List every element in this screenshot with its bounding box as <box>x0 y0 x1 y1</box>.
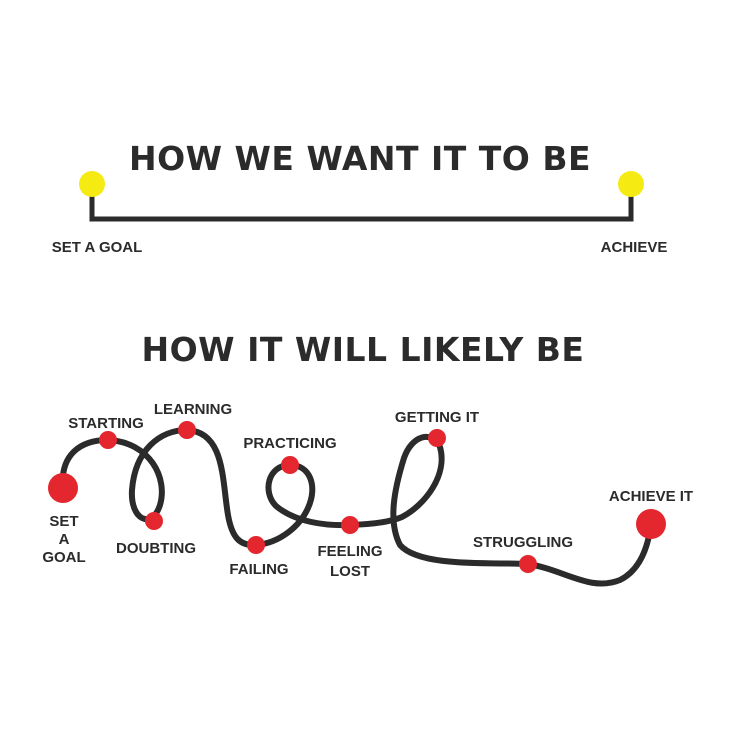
ideal-start-label: SET A GOAL <box>52 239 143 256</box>
failing-dot <box>247 536 265 554</box>
learning-dot <box>178 421 196 439</box>
practicing-dot <box>281 456 299 474</box>
achieve-it-dot <box>636 509 666 539</box>
getting-it-dot <box>428 429 446 447</box>
realistic-path-line <box>59 427 654 587</box>
ideal-end-label: ACHIEVE <box>601 239 668 256</box>
set-goal-label-line-3: GOAL <box>42 549 85 566</box>
getting-it-label: GETTING IT <box>395 409 479 426</box>
struggling-label: STRUGGLING <box>473 534 573 551</box>
realistic-title: HOW IT WILL LIKELY BE <box>142 330 585 369</box>
set-goal-label-line-1: SET <box>49 513 78 530</box>
doubting-label: DOUBTING <box>116 540 196 557</box>
failing-label: FAILING <box>229 561 288 578</box>
ideal-title: HOW WE WANT IT TO BE <box>129 139 591 178</box>
ideal-end-dot <box>618 171 644 197</box>
struggling-dot <box>519 555 537 573</box>
feeling-lost-dot <box>341 516 359 534</box>
feeling-lost-label-line-1: FEELING <box>317 543 382 560</box>
ideal-path-line <box>89 190 634 222</box>
practicing-label: PRACTICING <box>243 435 336 452</box>
doubting-dot <box>145 512 163 530</box>
learning-label: LEARNING <box>154 401 232 418</box>
feeling-lost-label-line-2: LOST <box>330 563 370 580</box>
starting-dot <box>99 431 117 449</box>
set-goal-dot <box>48 473 78 503</box>
ideal-start-dot <box>79 171 105 197</box>
achieve-it-label: ACHIEVE IT <box>609 488 693 505</box>
set-goal-label-line-2: A <box>59 531 70 548</box>
starting-label: STARTING <box>68 415 144 432</box>
